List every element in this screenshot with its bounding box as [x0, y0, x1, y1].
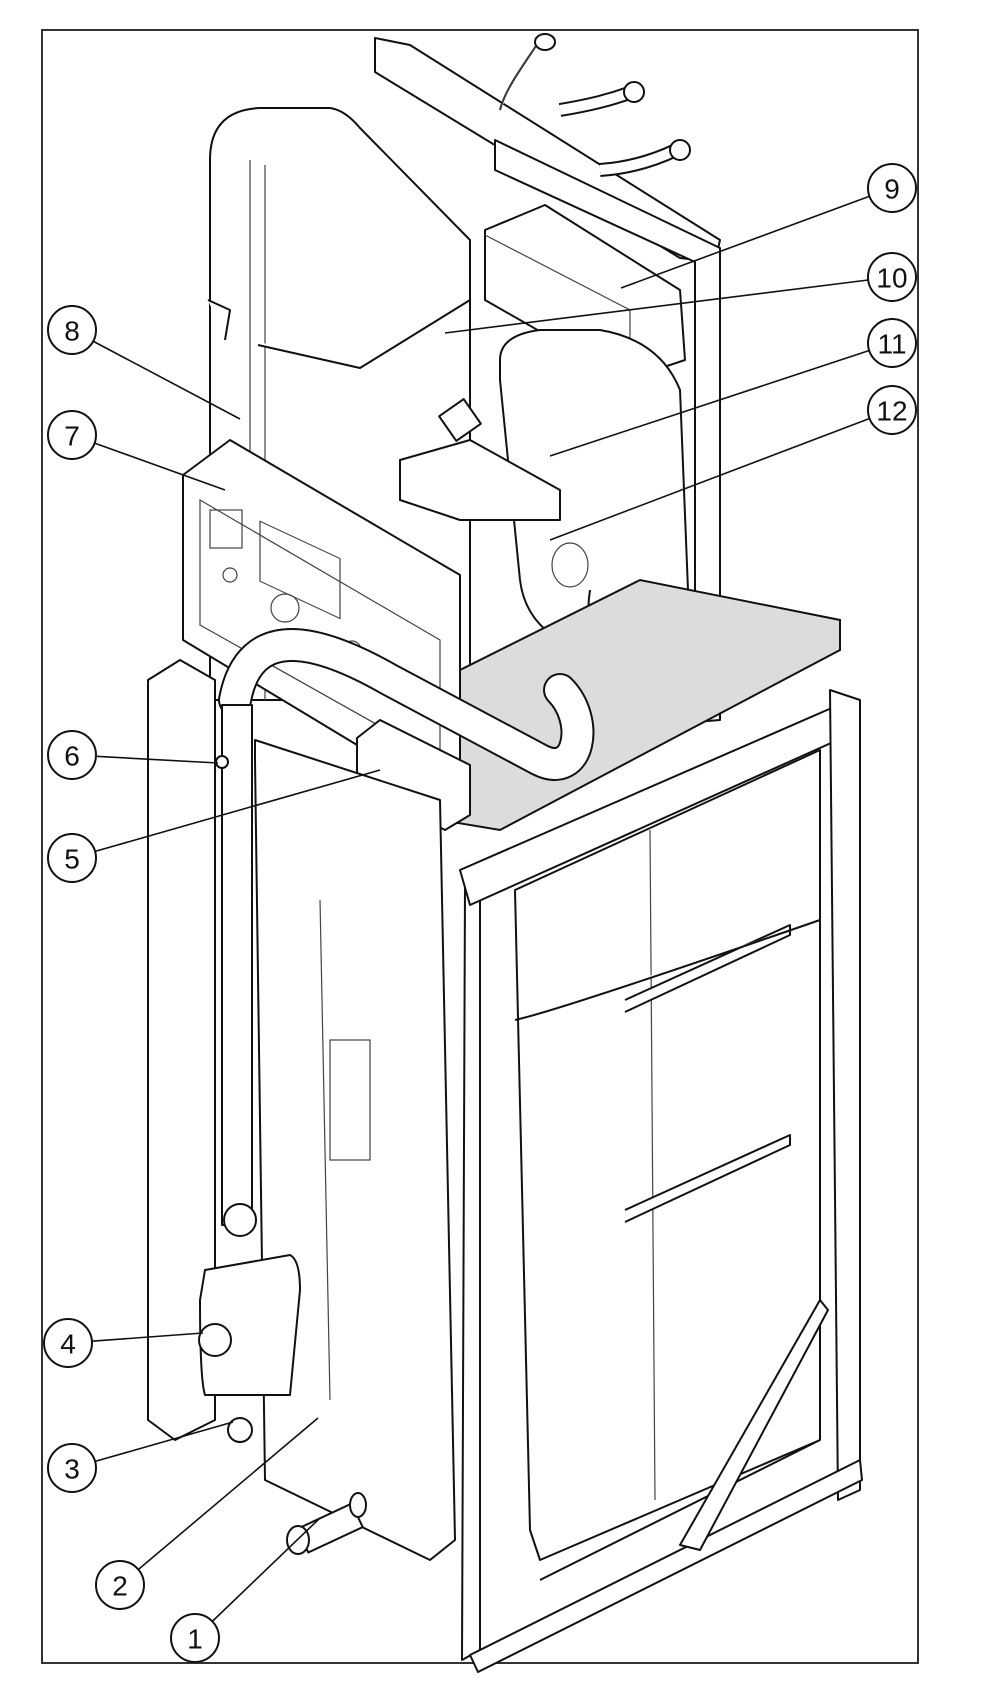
callout-leader-line [137, 1417, 319, 1571]
callout-number: 5 [64, 844, 80, 875]
callout-number: 2 [112, 1571, 128, 1602]
callout-circle [47, 833, 97, 883]
callout-leader-line [620, 195, 870, 289]
vent-point [215, 755, 229, 769]
riser-pipe [221, 704, 253, 1226]
callout-circle [47, 1443, 97, 1493]
callout-leader-line [549, 417, 870, 541]
callout-leader-line [92, 340, 241, 420]
callout-leader-line [211, 1517, 321, 1622]
callout-number: 7 [64, 421, 80, 452]
callout-leader-line [94, 769, 381, 853]
callout-circle [867, 385, 917, 435]
callout-leader-line [95, 755, 219, 764]
callout-leader-line [444, 279, 869, 334]
callout-3: 3 [47, 1421, 234, 1493]
callout-leader-line [94, 1421, 234, 1463]
callout-circle [867, 252, 917, 302]
callout-circle [47, 410, 97, 460]
callout-circle [95, 1560, 145, 1610]
callout-6: 6 [47, 730, 219, 780]
callout-number: 6 [64, 741, 80, 772]
callout-2: 2 [95, 1417, 319, 1610]
callout-circle [867, 318, 917, 368]
callout-number: 1 [187, 1624, 203, 1655]
callout-leader-line [94, 442, 226, 491]
mounting-bracket [399, 439, 561, 521]
callout-number: 4 [60, 1329, 76, 1360]
callout-10: 10 [444, 252, 917, 334]
callout-11: 11 [549, 318, 917, 457]
unit-illustration [147, 33, 863, 1673]
callout-7: 7 [47, 410, 226, 491]
callout-8: 8 [47, 305, 241, 420]
sensor-connector [438, 398, 482, 442]
callout-number: 12 [876, 396, 907, 427]
diagonal-brace [679, 1299, 829, 1551]
callout-leader-line [549, 349, 870, 457]
gauge-assembly [198, 1203, 301, 1443]
callout-circle [43, 1318, 93, 1368]
callout-number: 8 [64, 316, 80, 347]
cabinet-frame [147, 659, 863, 1673]
callout-4: 4 [43, 1318, 204, 1368]
callout-number: 9 [884, 174, 900, 205]
callout-5: 5 [47, 769, 381, 883]
callout-12: 12 [549, 385, 917, 541]
callout-leader-line [91, 1332, 204, 1343]
callout-number: 3 [64, 1454, 80, 1485]
water-cylinder [254, 739, 821, 1581]
callout-circle [47, 730, 97, 780]
callout-1: 1 [170, 1517, 321, 1663]
callout-circle [170, 1613, 220, 1663]
callout-9: 9 [620, 163, 917, 289]
callout-number: 11 [877, 329, 906, 360]
callout-number: 10 [876, 263, 907, 294]
callout-circle [47, 305, 97, 355]
callout-circle [867, 163, 917, 213]
